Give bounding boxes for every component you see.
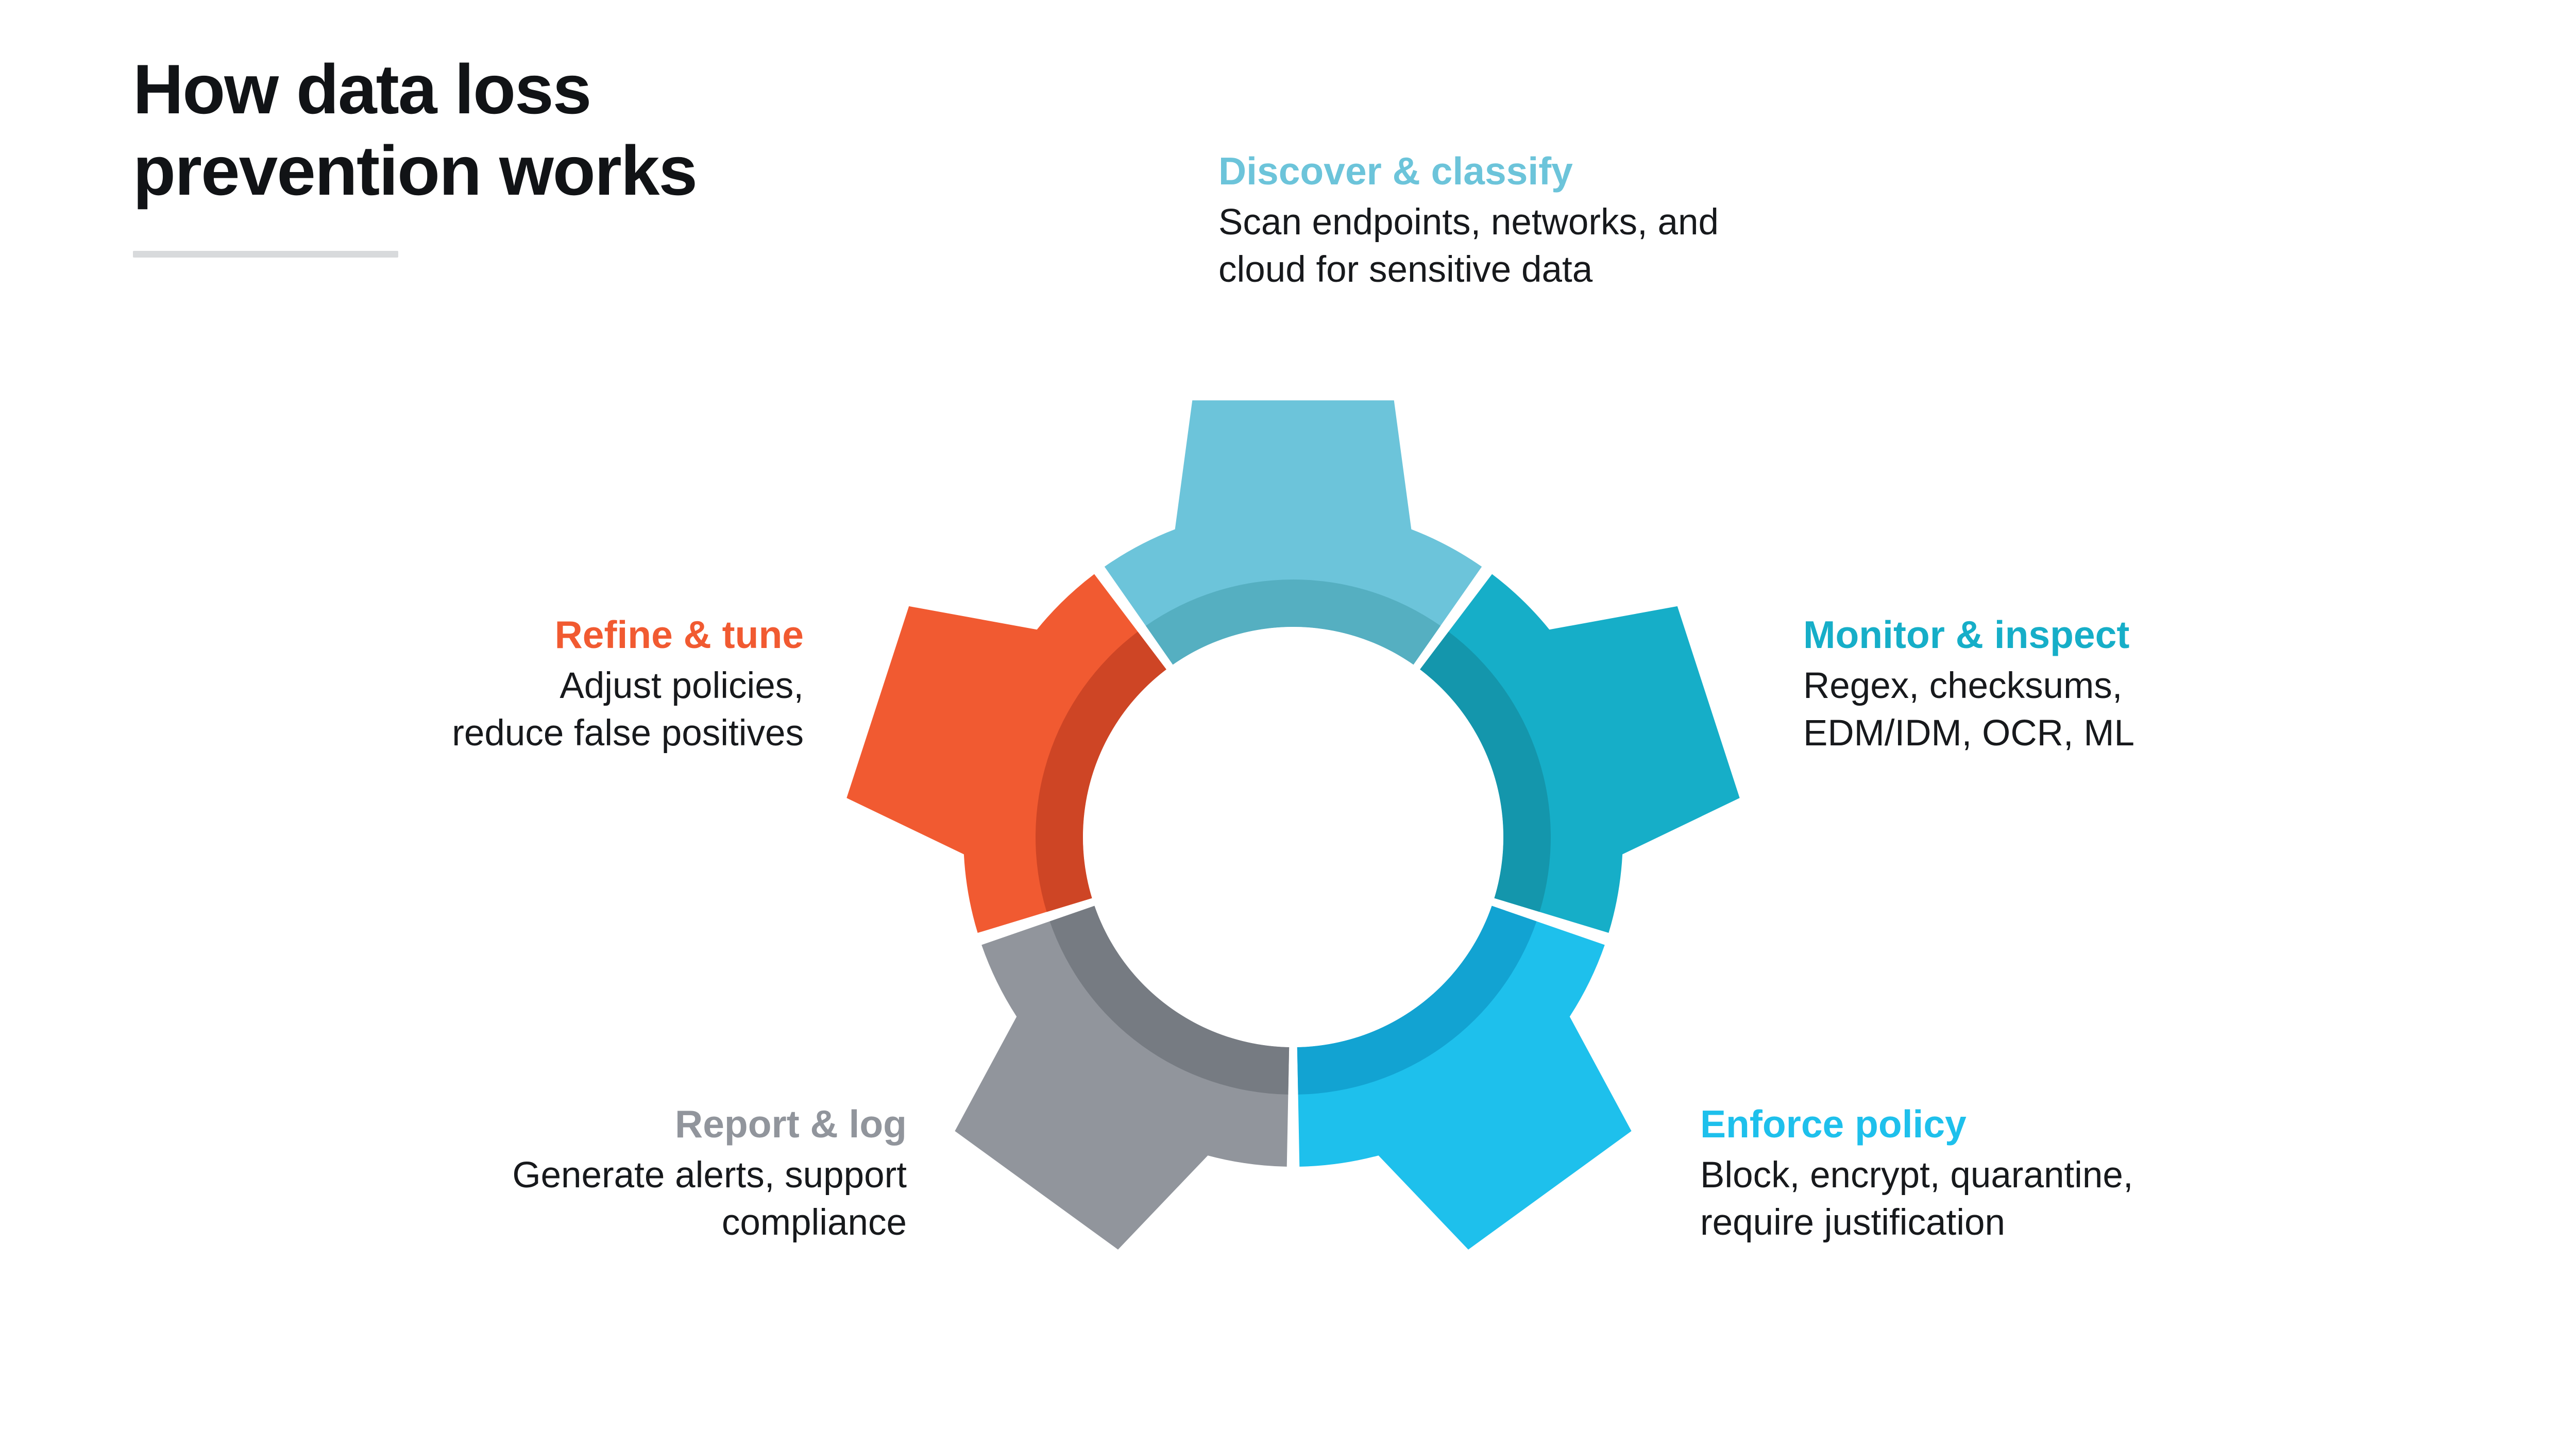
gear-segment-discover[interactable]: [1104, 400, 1482, 665]
gear-segment-body-report[interactable]: [955, 906, 1290, 1250]
gear-segment-enforce[interactable]: [1297, 906, 1632, 1250]
callout-monitor-inspect: Monitor & inspect Regex, checksums, EDM/…: [1803, 613, 2452, 757]
gear-segment-inner-ring-report: [1049, 906, 1290, 1095]
callout-discover-classify: Discover & classify Scan endpoints, netw…: [1218, 149, 2002, 294]
callout-heading-refine: Refine & tune: [554, 613, 804, 656]
callout-body-line: reduce false positives: [452, 712, 804, 754]
gear-segment-report[interactable]: [955, 906, 1290, 1250]
callout-body-line: Scan endpoints, networks, and: [1218, 201, 1719, 243]
callout-body-refine: Adjust policies, reduce false positives: [268, 662, 804, 758]
gear-segment-body-enforce[interactable]: [1297, 906, 1632, 1250]
page-title: How data loss prevention works: [133, 49, 906, 258]
title-divider-rule: [133, 250, 398, 258]
cycle-gear-diagram: [804, 340, 1783, 1319]
callout-body-line: compliance: [721, 1202, 907, 1243]
gear-center-hole: [1083, 627, 1503, 1047]
callout-body-report: Generate alerts, support compliance: [309, 1152, 907, 1247]
callout-body-monitor: Regex, checksums, EDM/IDM, OCR, ML: [1803, 662, 2452, 758]
callout-body-line: Generate alerts, support: [512, 1154, 907, 1196]
callout-heading-report: Report & log: [675, 1102, 907, 1146]
callout-heading-discover: Discover & classify: [1218, 149, 1573, 193]
callout-refine-tune: Refine & tune Adjust policies, reduce fa…: [268, 613, 804, 757]
gear-segment-inner-ring-enforce: [1297, 906, 1537, 1095]
gear-segment-inner-ring-monitor: [1420, 632, 1551, 912]
callout-report-log: Report & log Generate alerts, support co…: [309, 1102, 907, 1247]
gear-segment-inner-ring-discover: [1145, 579, 1441, 665]
gear-segment-body-refine[interactable]: [846, 574, 1166, 933]
gear-segment-inner-ring-refine: [1035, 632, 1166, 912]
callout-body-line: require justification: [1700, 1202, 2005, 1243]
callout-heading-monitor: Monitor & inspect: [1803, 613, 2130, 656]
gear-svg: [846, 400, 1740, 1250]
callout-body-discover: Scan endpoints, networks, and cloud for …: [1218, 199, 2002, 294]
page-title-line-1: How data loss: [133, 50, 591, 128]
callout-enforce-policy: Enforce policy Block, encrypt, quarantin…: [1700, 1102, 2432, 1247]
callout-heading-enforce: Enforce policy: [1700, 1102, 1967, 1146]
callout-body-line: Regex, checksums,: [1803, 665, 2123, 706]
callout-body-line: Block, encrypt, quarantine,: [1700, 1154, 2133, 1196]
gear-segment-monitor[interactable]: [1420, 574, 1740, 933]
gear-segment-refine[interactable]: [846, 574, 1166, 933]
gear-segment-body-monitor[interactable]: [1420, 574, 1740, 933]
callout-body-line: EDM/IDM, OCR, ML: [1803, 712, 2134, 754]
page-title-line-2: prevention works: [133, 131, 698, 210]
callout-body-line: Adjust policies,: [560, 665, 804, 706]
callout-body-line: cloud for sensitive data: [1218, 249, 1593, 290]
callout-body-enforce: Block, encrypt, quarantine, require just…: [1700, 1152, 2432, 1247]
